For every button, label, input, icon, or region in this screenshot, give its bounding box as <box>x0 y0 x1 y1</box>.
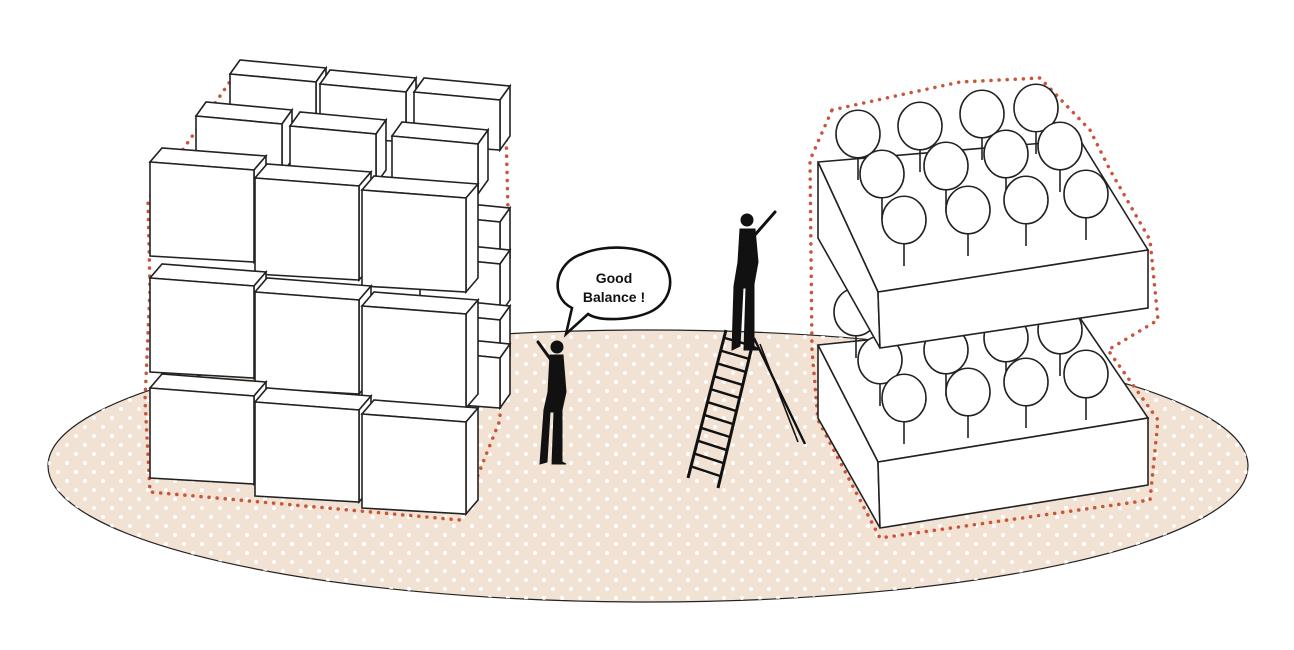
tree-icon <box>1037 121 1083 192</box>
tree-icon <box>1003 357 1049 428</box>
cube-block <box>360 291 480 411</box>
cube-block <box>253 387 373 505</box>
cube-block <box>360 175 480 295</box>
tree-icon <box>881 195 927 266</box>
tree-icon <box>945 185 991 256</box>
tree-icon <box>859 149 905 220</box>
ladder-rung <box>697 439 728 452</box>
cube-block <box>148 373 268 487</box>
tree-icon <box>945 367 991 438</box>
tree-icon <box>835 109 881 180</box>
cube-block <box>148 263 268 381</box>
speech-bubble: Good Balance ! <box>556 246 672 338</box>
ladder-rung <box>700 426 731 439</box>
tree-icon <box>1063 169 1109 240</box>
tree-icon <box>983 129 1029 200</box>
tree-slab-dotted-outline <box>808 76 1160 540</box>
ladder-icon <box>686 329 807 489</box>
cube-stack-structure <box>143 59 512 522</box>
cube-stack-dotted-outline <box>143 68 510 522</box>
ladder-rung <box>693 452 725 465</box>
cube-block <box>148 147 268 265</box>
cube-block <box>253 277 373 397</box>
speech-bubble-line-2: Balance ! <box>583 289 645 305</box>
ladder-rung <box>717 362 747 374</box>
tree-icon <box>923 141 969 212</box>
ladder-rung <box>720 349 750 361</box>
tree-icon <box>1063 349 1109 420</box>
tree-slab-structure <box>808 76 1160 540</box>
ladder-rung <box>707 400 737 413</box>
person-on-ladder-icon <box>731 210 777 351</box>
cube-block <box>253 163 373 283</box>
ladder-rung <box>703 413 734 426</box>
person-pointing-icon <box>536 340 567 465</box>
ladder-rung <box>710 388 740 400</box>
tree-icon <box>1003 175 1049 246</box>
tree-icon <box>1013 83 1059 154</box>
ladder-rung <box>690 465 722 478</box>
cube-block <box>360 399 480 517</box>
tree-icon <box>897 101 943 172</box>
ladder-rung <box>713 375 744 387</box>
speech-bubble-line-1: Good <box>596 270 633 286</box>
tree-icon <box>959 89 1005 160</box>
tree-icon <box>881 373 927 444</box>
